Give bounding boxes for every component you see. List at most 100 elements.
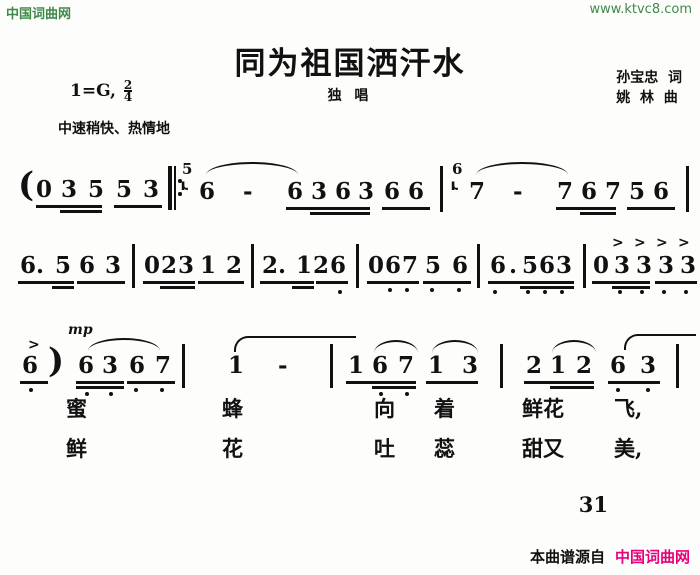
credits: 孙宝忠 词 姚 林 曲	[616, 68, 682, 108]
lyric-syllable: 着	[434, 396, 455, 421]
footer-label: 本曲谱源自	[529, 548, 605, 566]
tie-slur	[552, 340, 596, 353]
note: 3	[358, 178, 375, 205]
note: 1	[428, 352, 445, 379]
octave-dot	[338, 290, 342, 294]
lyric-syllable: 鲜花	[522, 396, 564, 421]
barline	[132, 244, 135, 288]
octave-dot	[109, 392, 113, 396]
octave-dot	[29, 388, 33, 392]
note: 6	[335, 178, 352, 205]
note: 6	[78, 352, 95, 379]
lyric-syllable: 鲜	[66, 436, 87, 461]
note: 3	[105, 252, 122, 279]
beam	[76, 381, 124, 384]
octave-dot	[388, 288, 392, 292]
note: 6	[79, 252, 96, 279]
accent-mark: >	[634, 235, 646, 251]
note: 3	[61, 176, 78, 203]
accent-mark: >	[28, 337, 40, 353]
note: 5	[116, 176, 133, 203]
beam	[488, 281, 574, 284]
octave-dot	[618, 290, 622, 294]
footer-site[interactable]: 中国词曲网	[614, 548, 690, 566]
grace-note: 5	[182, 160, 193, 178]
beam	[520, 286, 574, 289]
grace-note-hook-icon: ɹ	[451, 176, 460, 194]
beam	[36, 205, 102, 208]
note: 5	[629, 178, 646, 205]
beam	[114, 205, 162, 208]
beam	[52, 286, 74, 289]
page-number: 31	[578, 492, 608, 517]
note: 6	[372, 352, 389, 379]
beam	[608, 381, 660, 384]
time-signature: 2 4	[123, 79, 133, 103]
note: 2	[226, 252, 243, 279]
staff-line-2: 6. 5 6 3 0 2 3 1 2 2. 1 2 6 0 6 7 5	[0, 236, 700, 304]
beam	[310, 212, 370, 215]
note: -	[513, 178, 523, 205]
accent-mark: >	[612, 235, 624, 251]
note: 7	[398, 352, 415, 379]
beam	[77, 281, 125, 284]
barline	[182, 344, 185, 388]
beam	[260, 281, 314, 284]
octave-dot	[134, 388, 138, 392]
tie-slur	[206, 162, 298, 175]
tempo-marking: 中速稍快、热情地	[58, 121, 170, 137]
octave-dot	[457, 288, 461, 292]
beam	[292, 286, 314, 289]
octave-dot	[640, 290, 644, 294]
lyric-syllable: 吐	[374, 436, 395, 461]
note: 6	[490, 252, 507, 279]
beam	[198, 281, 244, 284]
tie-slur	[374, 340, 418, 353]
octave-dot	[560, 290, 564, 294]
note: 7	[469, 178, 486, 205]
beam	[18, 281, 74, 284]
beam	[143, 281, 195, 284]
note: 2	[161, 252, 178, 279]
beam	[426, 381, 478, 384]
page-title: 同为祖国洒汗水	[234, 46, 466, 82]
note: 6	[22, 352, 39, 379]
barline	[251, 244, 254, 288]
barline	[676, 344, 679, 388]
beam	[423, 281, 471, 284]
note: 7	[402, 252, 419, 279]
note: 6	[539, 252, 556, 279]
octave-dot	[684, 290, 688, 294]
note: 0	[144, 252, 161, 279]
note: 1	[228, 352, 245, 379]
note: 6	[129, 352, 146, 379]
note: 0	[36, 176, 53, 203]
note: 3	[178, 252, 195, 279]
note: 2	[576, 352, 593, 379]
note: 6	[581, 178, 598, 205]
barline	[500, 344, 503, 388]
watermark-top-right: www.ktvc8.com	[589, 2, 692, 17]
beam	[550, 386, 594, 389]
beam	[76, 386, 124, 389]
key-signature: 1=G, 2 4	[70, 79, 133, 103]
performance-type: 独 唱	[327, 88, 373, 104]
beam	[20, 381, 48, 384]
octave-dot	[662, 290, 666, 294]
note: 3	[680, 252, 697, 279]
note: 6	[199, 178, 216, 205]
barline	[356, 244, 359, 288]
note: 5	[88, 176, 105, 203]
lyric-syllable: 甜又	[522, 436, 564, 461]
note: 5	[522, 252, 539, 279]
note: 6	[330, 252, 347, 279]
note: 1	[200, 252, 217, 279]
beam	[127, 381, 175, 384]
beam	[627, 207, 675, 210]
note: 3	[462, 352, 479, 379]
note: 2	[526, 352, 543, 379]
beam	[372, 386, 416, 389]
beam	[160, 286, 195, 289]
note: 1	[348, 352, 365, 379]
open-paren: (	[18, 165, 35, 205]
